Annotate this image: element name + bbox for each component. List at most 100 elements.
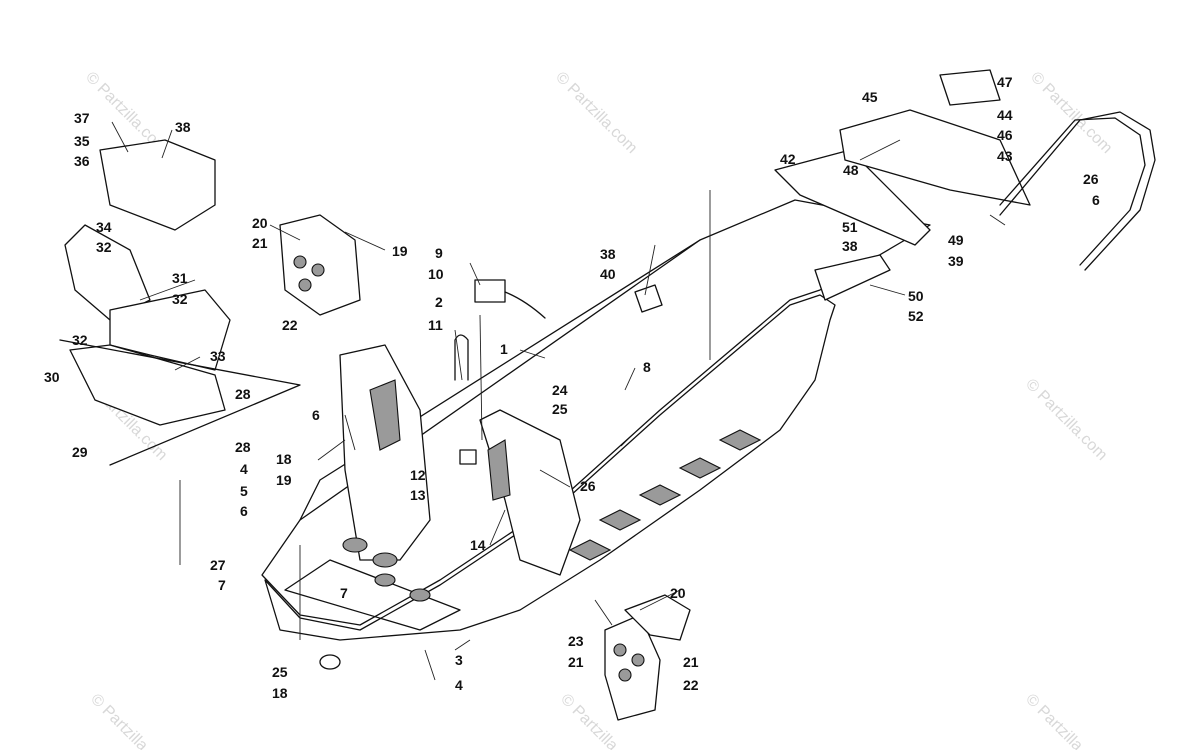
floor-hole bbox=[409, 588, 431, 602]
callout-21: 22 bbox=[282, 317, 298, 333]
callout-50: 52 bbox=[908, 308, 924, 324]
floor-hole bbox=[342, 537, 368, 553]
a-frame-cutout bbox=[487, 439, 511, 501]
callout-19: 20 bbox=[252, 215, 268, 231]
a-frame-cutout bbox=[369, 379, 401, 451]
callout-44: 46 bbox=[997, 127, 1013, 143]
callout-32: 32 bbox=[96, 239, 112, 255]
tunnel-vent bbox=[678, 457, 722, 479]
callout-25: 26 bbox=[1083, 171, 1099, 187]
callout-20: 21 bbox=[252, 235, 268, 251]
callout-18: 19 bbox=[392, 243, 408, 259]
leader bbox=[859, 139, 901, 161]
callout-10: 10 bbox=[428, 266, 444, 282]
callout-5: 5 bbox=[240, 483, 248, 499]
callout-20: 21 bbox=[568, 654, 584, 670]
steering-block bbox=[459, 449, 477, 465]
leader bbox=[424, 649, 436, 681]
callout-21: 22 bbox=[683, 677, 699, 693]
callout-6: 6 bbox=[1092, 192, 1100, 208]
front-frame bbox=[339, 334, 581, 602]
callout-47: 49 bbox=[948, 232, 964, 248]
plate-hole bbox=[298, 278, 312, 292]
callout-41: 43 bbox=[997, 148, 1013, 164]
rectifier-wire bbox=[504, 291, 546, 319]
grab-bar-inner bbox=[999, 117, 1146, 266]
leader bbox=[161, 129, 173, 159]
callout-40: 42 bbox=[780, 151, 796, 167]
leader bbox=[139, 279, 196, 301]
callout-17: 19 bbox=[276, 472, 292, 488]
callout-38: 39 bbox=[948, 253, 964, 269]
callout-37: 38 bbox=[175, 119, 191, 135]
tunnel-vent bbox=[718, 429, 762, 451]
rear-seat-pad bbox=[839, 109, 1031, 206]
rear-bumper-mount bbox=[774, 149, 931, 246]
plate-hole bbox=[293, 255, 307, 269]
callout-7: 7 bbox=[340, 585, 348, 601]
plate-hole bbox=[311, 263, 325, 277]
callout-19: 21 bbox=[683, 654, 699, 670]
callout-39: 40 bbox=[600, 266, 616, 282]
callout-15: 18 bbox=[272, 685, 288, 701]
callout-8: 8 bbox=[643, 359, 651, 375]
leader bbox=[624, 367, 636, 391]
callout-22: 24 bbox=[552, 382, 568, 398]
callout-32: 33 bbox=[210, 348, 226, 364]
leader bbox=[519, 349, 546, 359]
rear-rail-cap bbox=[814, 254, 891, 301]
latch-block bbox=[634, 284, 663, 313]
callout-29: 30 bbox=[44, 369, 60, 385]
tunnel-vent bbox=[568, 539, 612, 561]
callout-3: 3 bbox=[455, 652, 463, 668]
leader bbox=[644, 244, 656, 296]
callout-27: 28 bbox=[235, 439, 251, 455]
leader bbox=[269, 224, 301, 241]
right-footrest bbox=[319, 594, 691, 721]
floor-hole bbox=[374, 573, 396, 587]
callout-11: 11 bbox=[428, 317, 443, 333]
a-frame-left bbox=[339, 344, 431, 561]
callout-4: 4 bbox=[240, 461, 248, 477]
callout-24: 26 bbox=[580, 478, 596, 494]
plate-hole bbox=[618, 668, 632, 682]
callout-32: 32 bbox=[72, 332, 88, 348]
leader bbox=[479, 314, 483, 441]
watermark-top-right: © Partzilla.com bbox=[1027, 69, 1115, 157]
watermark-bottom-left: © Partzilla.com bbox=[87, 691, 175, 750]
assembly-box-27 bbox=[59, 339, 301, 466]
callout-34: 35 bbox=[74, 133, 90, 149]
leader bbox=[639, 589, 681, 611]
tunnel-vent bbox=[638, 484, 682, 506]
leader-lines bbox=[111, 121, 1006, 681]
callout-45: 47 bbox=[997, 74, 1013, 90]
callout-7: 7 bbox=[218, 577, 226, 593]
callout-36: 37 bbox=[74, 110, 90, 126]
leader bbox=[111, 121, 129, 153]
callout-46: 48 bbox=[843, 162, 859, 178]
leader bbox=[454, 329, 463, 381]
callout-14: 14 bbox=[470, 537, 486, 553]
callout-25: 25 bbox=[272, 664, 288, 680]
leader bbox=[594, 599, 613, 626]
grommet-15 bbox=[319, 654, 341, 670]
leader bbox=[344, 414, 356, 451]
plate-hole bbox=[613, 643, 627, 657]
callout-28: 29 bbox=[72, 444, 88, 460]
callout-43: 45 bbox=[862, 89, 878, 105]
callout-6: 6 bbox=[312, 407, 320, 423]
callout-23: 25 bbox=[552, 401, 568, 417]
callout-31: 32 bbox=[172, 291, 188, 307]
tunnel-vent bbox=[598, 509, 642, 531]
callout-21: 23 bbox=[568, 633, 584, 649]
callout-48: 50 bbox=[908, 288, 924, 304]
top-cover-plate bbox=[99, 139, 216, 231]
plate-hole bbox=[631, 653, 645, 667]
callout-4: 4 bbox=[455, 677, 463, 693]
callout-9: 9 bbox=[435, 245, 443, 261]
tunnel-rail bbox=[299, 239, 701, 521]
callout-30: 31 bbox=[172, 270, 188, 286]
floor-hole bbox=[372, 552, 398, 568]
bulkhead-floor bbox=[284, 559, 461, 631]
